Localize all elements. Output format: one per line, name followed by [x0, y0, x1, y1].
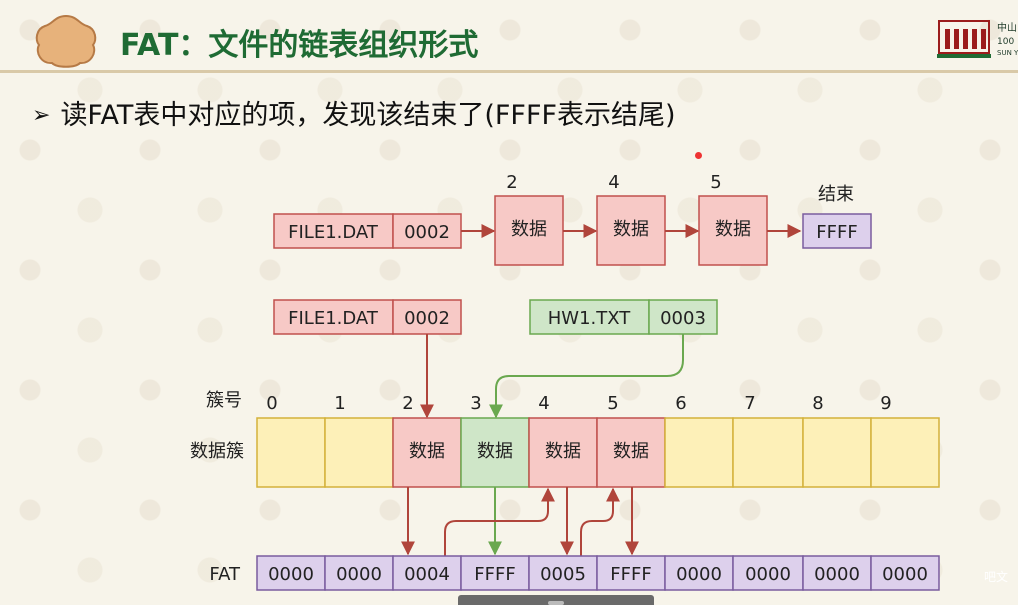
fat-row: 0000 0000 0004 FFFF 0005 FFFF 0000 0000 …	[256, 555, 940, 591]
data-cluster	[596, 417, 666, 488]
cluster-number: 7	[744, 393, 755, 414]
data-cluster	[392, 417, 462, 488]
chain-node-text: 数据	[613, 219, 649, 240]
data-cluster	[528, 417, 598, 488]
cluster-number: 2	[402, 393, 413, 414]
fat-to-data-arrow	[580, 487, 620, 556]
dir-entry-file1: FILE1.DAT 0002	[273, 299, 462, 335]
dir-entry-start: 0003	[660, 308, 706, 329]
chain-node-label: 5	[710, 172, 721, 193]
cluster-number: 5	[607, 393, 618, 414]
cluster-number: 8	[812, 393, 823, 414]
cluster-number: 3	[470, 393, 481, 414]
presentation-control-bar[interactable]	[458, 595, 654, 605]
page-title: FAT：文件的链表组织形式	[120, 28, 479, 63]
cluster-number-label: 簇号	[206, 390, 242, 411]
fat-cell	[870, 555, 940, 591]
university-logo-icon: 中山 100 SUN Y	[937, 20, 1018, 58]
fat-cell	[324, 555, 394, 591]
cluster-number: 1	[334, 393, 345, 414]
bullet-text: 读FAT表中对应的项，发现该结束了(FFFF表示结尾)	[60, 100, 676, 131]
logo-text-3: SUN Y	[997, 49, 1018, 57]
cluster-numbers: 0 1 2 3 4 5 6 7 8 9	[266, 393, 891, 414]
logo-text-1: 中山	[997, 21, 1017, 34]
chain-node-text: 数据	[715, 219, 751, 240]
chain-node-label: 2	[506, 172, 517, 193]
slide-header: FAT：文件的链表组织形式 中山 100 SUN Y	[0, 0, 1018, 75]
logo-text-2: 100	[997, 37, 1014, 47]
data-cluster	[802, 417, 872, 488]
chain-dir-entry-name: FILE1.DAT	[288, 222, 379, 243]
fat-cell-text: 0000	[268, 564, 314, 585]
cluster-number: 0	[266, 393, 277, 414]
dir-entry-name: FILE1.DAT	[288, 308, 379, 329]
data-cluster-text: 数据	[545, 441, 581, 462]
data-cluster	[732, 417, 804, 488]
corner-watermark-text: 吧文	[984, 570, 1009, 584]
data-cluster	[664, 417, 734, 488]
fat-cell	[596, 555, 666, 591]
fat-cell	[664, 555, 734, 591]
flower-badge-icon	[35, 14, 97, 68]
cluster-number: 4	[538, 393, 549, 414]
chain-node-text: 数据	[511, 219, 547, 240]
fat-cell-text: 0000	[676, 564, 722, 585]
fat-cell	[392, 555, 462, 591]
dir-entry-hw1: HW1.TXT 0003	[529, 299, 718, 335]
header-divider	[0, 70, 1018, 73]
fat-cell-text: FFFF	[474, 564, 515, 585]
fat-cell-text: 0000	[336, 564, 382, 585]
dir-to-cluster-arrow	[489, 334, 684, 419]
dir-entry-name: HW1.TXT	[548, 308, 632, 329]
bullet-point: ➢ 读FAT表中对应的项，发现该结束了(FFFF表示结尾)	[32, 93, 676, 132]
data-cluster	[256, 417, 326, 488]
fat-row-label: FAT	[209, 564, 241, 585]
chain-node-2: 2 数据	[494, 172, 564, 266]
fat-cell-text: 0004	[404, 564, 450, 585]
chain-dir-entry: FILE1.DAT 0002	[273, 213, 462, 249]
laser-pointer-dot	[695, 152, 702, 159]
data-cluster	[460, 417, 530, 488]
chain-end-text: FFFF	[816, 222, 857, 243]
chain-end-label: 结束	[818, 184, 854, 205]
chain-node-5: 5 数据	[698, 172, 768, 266]
data-cluster-text: 数据	[613, 441, 649, 462]
data-cluster-text: 数据	[477, 441, 513, 462]
dir-entry-start: 0002	[404, 308, 450, 329]
cluster-number: 9	[880, 393, 891, 414]
bullet-arrow-icon: ➢	[32, 103, 51, 128]
fat-cell-text: FFFF	[610, 564, 651, 585]
fat-cell	[802, 555, 872, 591]
chain-node-label: 4	[608, 172, 619, 193]
data-row-label: 数据簇	[190, 441, 244, 462]
fat-cell	[256, 555, 326, 591]
fat-cell-text: 0000	[814, 564, 860, 585]
chain-node-4: 4 数据	[596, 172, 666, 266]
cluster-number: 6	[675, 393, 686, 414]
data-cluster-row: 数据 数据 数据 数据	[256, 417, 940, 488]
control-bar-handle[interactable]	[548, 601, 564, 605]
fat-cell-text: 0000	[882, 564, 928, 585]
chain-dir-entry-start: 0002	[404, 222, 450, 243]
data-cluster	[324, 417, 394, 488]
fat-cell-text: 0005	[540, 564, 586, 585]
fat-cell	[460, 555, 530, 591]
fat-to-data-arrow	[444, 487, 555, 556]
fat-cell	[528, 555, 598, 591]
chain-end: 结束 FFFF	[802, 184, 872, 249]
data-cluster-text: 数据	[409, 441, 445, 462]
fat-cell-text: 0000	[745, 564, 791, 585]
data-cluster	[870, 417, 940, 488]
